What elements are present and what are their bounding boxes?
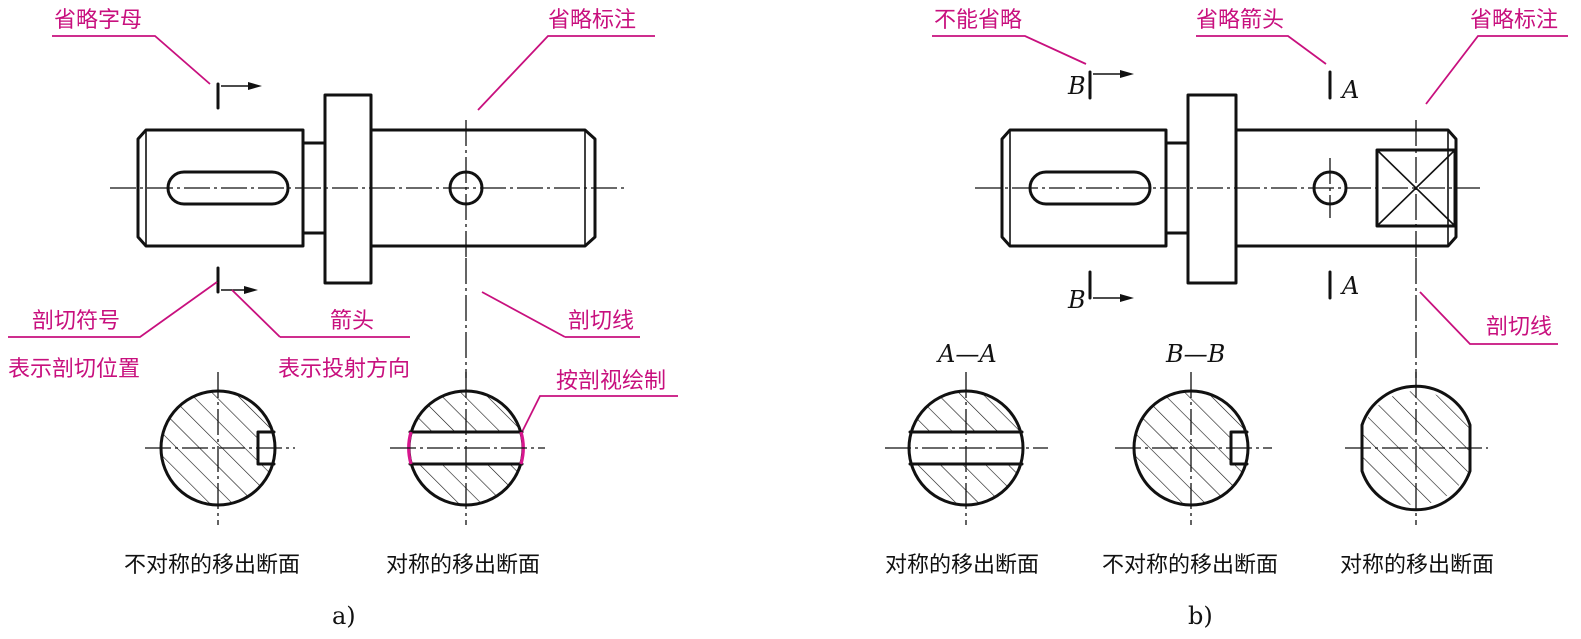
caption-symmetric-b1: 对称的移出断面	[885, 553, 1039, 578]
cutting-symbols-b	[1088, 70, 1332, 302]
shaft-b	[975, 93, 1480, 378]
cutting-symbol-a	[216, 82, 262, 294]
title-section-bb: B—B	[1165, 340, 1225, 368]
section-aa	[885, 372, 1048, 525]
label-draw-as-section: 按剖视绘制	[556, 369, 666, 394]
caption-asymmetric-b: 不对称的移出断面	[1102, 553, 1278, 578]
label-cut-position: 表示剖切位置	[8, 357, 140, 382]
sublabel-b: b)	[1188, 602, 1213, 630]
leaders-a	[8, 35, 678, 433]
letter-b-top: B	[1067, 72, 1086, 100]
caption-asymmetric-a: 不对称的移出断面	[124, 553, 300, 578]
caption-symmetric-a: 对称的移出断面	[386, 553, 540, 578]
label-omit-mark-a: 省略标注	[548, 8, 636, 33]
letter-b-bottom: B	[1067, 286, 1086, 314]
label-cut-symbol: 剖切符号	[32, 309, 120, 334]
label-cannot-omit: 不能省略	[934, 8, 1022, 33]
label-projection-dir: 表示投射方向	[278, 357, 410, 382]
section-bb	[1115, 372, 1272, 525]
shaft-a	[110, 93, 625, 378]
caption-symmetric-b2: 对称的移出断面	[1340, 553, 1494, 578]
sublabel-a: a)	[332, 602, 356, 630]
label-omit-arrow: 省略箭头	[1196, 8, 1284, 33]
panel-a: 省略字母 省略标注 剖切符号 表示剖切位置 箭头 表示投射方向 剖切线 按剖视绘…	[8, 8, 678, 630]
label-arrow: 箭头	[330, 309, 374, 334]
title-section-aa: A—A	[936, 340, 997, 368]
label-cut-line-a: 剖切线	[568, 309, 634, 334]
section-symmetric-a	[390, 372, 545, 525]
leaders-b	[932, 35, 1568, 345]
letter-a-bottom: A	[1340, 272, 1359, 300]
section-square	[1320, 372, 1512, 525]
panel-b: B B A A 不能省略 省略箭头 省略标注 剖切线 A—A B—B	[885, 8, 1568, 630]
label-cut-line-b: 剖切线	[1486, 315, 1552, 340]
label-omit-letter: 省略字母	[54, 8, 142, 33]
label-omit-mark-b: 省略标注	[1470, 8, 1558, 33]
letter-a-top: A	[1340, 76, 1359, 104]
section-asymmetric-a	[145, 372, 295, 525]
